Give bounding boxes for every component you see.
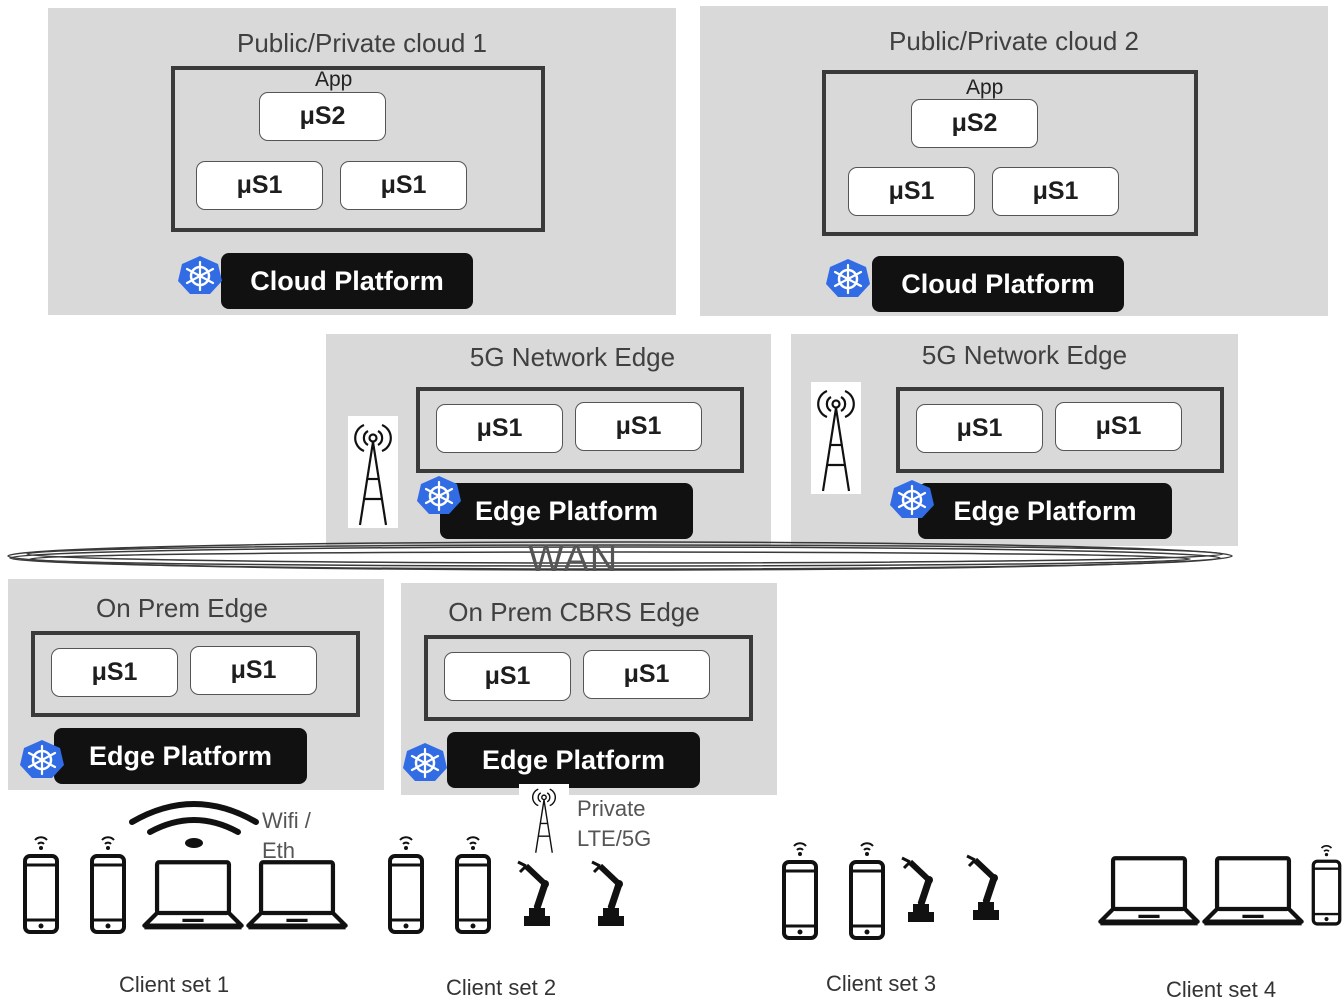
microservice-1: μS1 bbox=[575, 402, 702, 451]
edge-title: 5G Network Edge bbox=[469, 342, 676, 372]
network-edge-panel-1: 5G Network Edge μS1 μS1 Edge Platform bbox=[326, 334, 771, 546]
microservice-1: μS1 bbox=[444, 652, 571, 701]
kubernetes-icon bbox=[825, 258, 871, 298]
edge-platform-badge: Edge Platform bbox=[54, 728, 307, 784]
client-set-label: Client set 1 bbox=[119, 972, 230, 997]
microservice-2: μS2 bbox=[911, 99, 1038, 148]
kubernetes-icon bbox=[889, 479, 935, 519]
wan-label: WAN bbox=[528, 538, 619, 580]
robot-arm-icon bbox=[588, 858, 638, 928]
cloud-title: Public/Private cloud 1 bbox=[236, 28, 488, 58]
edge-service-box: μS1 μS1 bbox=[896, 387, 1224, 473]
smartphone-icon bbox=[780, 842, 820, 942]
robot-arm-icon bbox=[963, 852, 1013, 922]
cloud-title: Public/Private cloud 2 bbox=[888, 26, 1140, 56]
smartphone-icon bbox=[453, 836, 493, 936]
microservice-1: μS1 bbox=[436, 404, 563, 453]
client-set-label: Client set 3 bbox=[826, 971, 937, 996]
robot-arm-icon bbox=[898, 854, 948, 924]
laptop-icon bbox=[244, 858, 350, 932]
microservice-1: μS1 bbox=[1055, 402, 1182, 451]
microservice-1: μS1 bbox=[196, 161, 323, 210]
client-set-label: Client set 4 bbox=[1166, 977, 1277, 1002]
edge-platform-badge: Edge Platform bbox=[447, 732, 700, 788]
robot-arm-icon bbox=[514, 858, 564, 928]
onprem-edge-panel-1: On Prem Edge μS1 μS1 Edge Platform bbox=[8, 579, 384, 790]
app-label: App bbox=[966, 76, 1004, 99]
network-edge-panel-2: 5G Network Edge μS1 μS1 Edge Platform bbox=[791, 334, 1238, 546]
microservice-1: μS1 bbox=[51, 648, 178, 697]
onprem-edge-panel-2: On Prem CBRS Edge μS1 μS1 Edge Platform bbox=[401, 583, 777, 795]
wan-link bbox=[7, 541, 1233, 571]
smartphone-icon bbox=[1310, 836, 1343, 936]
edge-service-box: μS1 μS1 bbox=[416, 387, 744, 473]
smartphone-icon bbox=[88, 836, 128, 936]
cell-tower-icon bbox=[519, 784, 569, 854]
cell-tower-icon bbox=[811, 382, 861, 494]
microservice-1: μS1 bbox=[992, 167, 1119, 216]
laptop-icon bbox=[1096, 854, 1202, 928]
edge-platform-badge: Edge Platform bbox=[440, 483, 693, 539]
edge-platform-badge: Edge Platform bbox=[918, 483, 1172, 539]
smartphone-icon bbox=[21, 836, 61, 936]
laptop-icon bbox=[140, 858, 246, 932]
wifi-label: Wifi / Eth bbox=[262, 808, 311, 863]
smartphone-icon bbox=[847, 842, 887, 942]
app-box: App μS2 μS1 μS1 bbox=[171, 66, 545, 232]
edge-service-box: μS1 μS1 bbox=[31, 631, 360, 717]
edge-service-box: μS1 μS1 bbox=[424, 635, 753, 721]
microservice-2: μS2 bbox=[259, 92, 386, 141]
edge-title: On Prem Edge bbox=[96, 593, 268, 623]
private-lte-label: Private LTE/5G bbox=[577, 796, 652, 851]
kubernetes-icon bbox=[19, 739, 65, 779]
cloud-platform-badge: Cloud Platform bbox=[872, 256, 1124, 312]
kubernetes-icon bbox=[402, 742, 448, 782]
app-box: App μS2 μS1 μS1 bbox=[822, 70, 1198, 236]
smartphone-icon bbox=[386, 836, 426, 936]
cell-tower-icon bbox=[348, 416, 398, 528]
microservice-1: μS1 bbox=[916, 404, 1043, 453]
cloud-panel-2: Public/Private cloud 2 App μS2 μS1 μS1 C… bbox=[700, 6, 1328, 316]
laptop-icon bbox=[1200, 854, 1306, 928]
microservice-1: μS1 bbox=[848, 167, 975, 216]
edge-title: 5G Network Edge bbox=[921, 340, 1128, 370]
app-label: App bbox=[315, 68, 353, 91]
microservice-1: μS1 bbox=[340, 161, 467, 210]
client-set-label: Client set 2 bbox=[446, 975, 557, 1000]
microservice-1: μS1 bbox=[583, 650, 710, 699]
cloud-panel-1: Public/Private cloud 1 App μS2 μS1 μS1 C… bbox=[48, 8, 676, 315]
edge-title: On Prem CBRS Edge bbox=[448, 597, 700, 627]
microservice-1: μS1 bbox=[190, 646, 317, 695]
wifi-icon bbox=[129, 801, 259, 848]
kubernetes-icon bbox=[177, 255, 223, 295]
cloud-platform-badge: Cloud Platform bbox=[221, 253, 473, 309]
kubernetes-icon bbox=[416, 475, 462, 515]
